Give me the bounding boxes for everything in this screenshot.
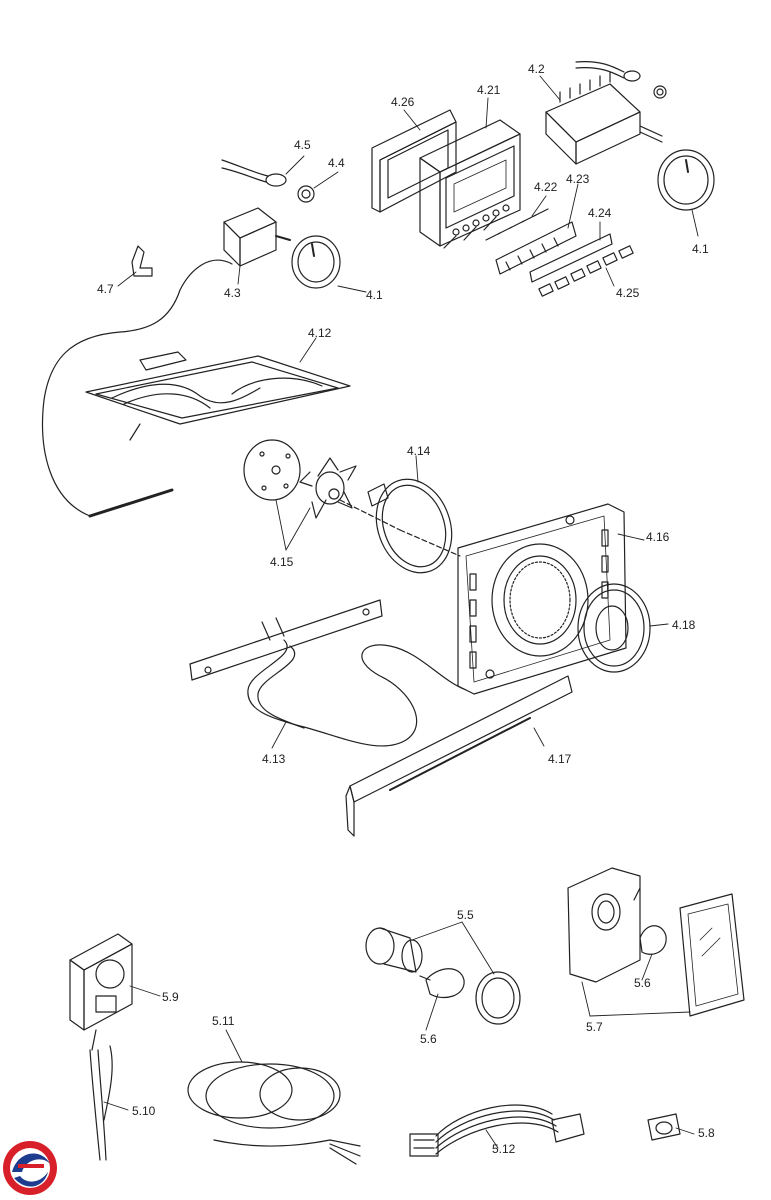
part-4-1-knob-right: [657, 149, 715, 211]
label-4-4: 4.4: [328, 156, 345, 170]
part-4-1-knob-left: [291, 235, 341, 289]
label-4-16: 4.16: [646, 530, 670, 544]
label-4-23: 4.23: [566, 172, 590, 186]
part-4-3-thermostat: [41, 207, 291, 518]
label-4-22: 4.22: [534, 180, 558, 194]
part-5-7-lamp-glass: [679, 893, 745, 1017]
part-5-6-lamp-bulb-right: [639, 925, 667, 955]
label-4-25: 4.25: [616, 286, 640, 300]
part-4-2-selector-switch: [545, 61, 667, 165]
part-4-21-programmer-module: [419, 119, 521, 249]
part-4-15-fan-blade: [299, 457, 401, 531]
part-4-24-button-strip: [529, 233, 613, 283]
part-4-25-buttons: [538, 245, 634, 297]
label-4-13: 4.13: [262, 752, 286, 766]
part-4-26-panel-frame: [371, 109, 457, 213]
part-4-23-switch-strip: [495, 221, 577, 275]
label-4-18: 4.18: [672, 618, 696, 632]
part-4-12-grill-element: [85, 351, 351, 441]
part-5-6-lamp-bulb-left: [419, 968, 465, 999]
leader-lines: [103, 75, 699, 1149]
part-5-8-cable-clip: [647, 1113, 681, 1141]
label-5-5: 5.5: [457, 908, 474, 922]
part-5-12-wiring-harness: [409, 1104, 585, 1157]
label-5-12: 5.12: [492, 1142, 516, 1156]
label-4-24: 4.24: [588, 206, 612, 220]
part-4-14-fan-element: [367, 478, 461, 574]
part-4-7-clip: [131, 245, 153, 277]
part-4-22-push-rods: [485, 208, 549, 241]
label-4-3: 4.3: [224, 286, 241, 300]
label-5-6-right: 5.6: [634, 976, 651, 990]
label-4-14: 4.14: [407, 444, 431, 458]
label-5-9: 5.9: [162, 990, 179, 1004]
part-4-18-fan-cover: [577, 583, 651, 673]
part-4-13-base-element: [189, 599, 467, 747]
label-4-12: 4.12: [308, 326, 332, 340]
part-4-16-back-panel: [457, 503, 627, 695]
label-5-11: 5.11: [212, 1014, 235, 1028]
label-4-26: 4.26: [391, 95, 415, 109]
part-5-9-door-switch: [69, 933, 133, 1161]
label-5-7: 5.7: [586, 1020, 603, 1034]
part-4-4-lamp-bezel: [297, 185, 315, 203]
label-4-1-right: 4.1: [692, 242, 709, 256]
part-4-17-rail: [345, 675, 573, 837]
part-5-5-lamp-holder: [365, 927, 423, 973]
label-4-21: 4.21: [477, 83, 501, 97]
label-5-6-left: 5.6: [420, 1032, 437, 1046]
label-5-8: 5.8: [698, 1126, 715, 1140]
label-5-10: 5.10: [132, 1104, 156, 1118]
part-5-7-side-lamp-housing: [567, 867, 641, 983]
part-4-15-fan-motor: [243, 439, 301, 501]
label-4-15: 4.15: [270, 555, 294, 569]
part-5-5-lamp-cover: [475, 971, 521, 1025]
label-4-2: 4.2: [528, 62, 545, 76]
label-4-1-left: 4.1: [366, 288, 383, 302]
label-4-5: 4.5: [294, 138, 311, 152]
part-4-5-indicator-lamp: [221, 159, 287, 187]
label-4-7: 4.7: [97, 282, 114, 296]
label-4-17: 4.17: [548, 752, 572, 766]
brand-logo-icon: [3, 1141, 57, 1195]
part-5-11-wiring-loom: [187, 1061, 361, 1165]
